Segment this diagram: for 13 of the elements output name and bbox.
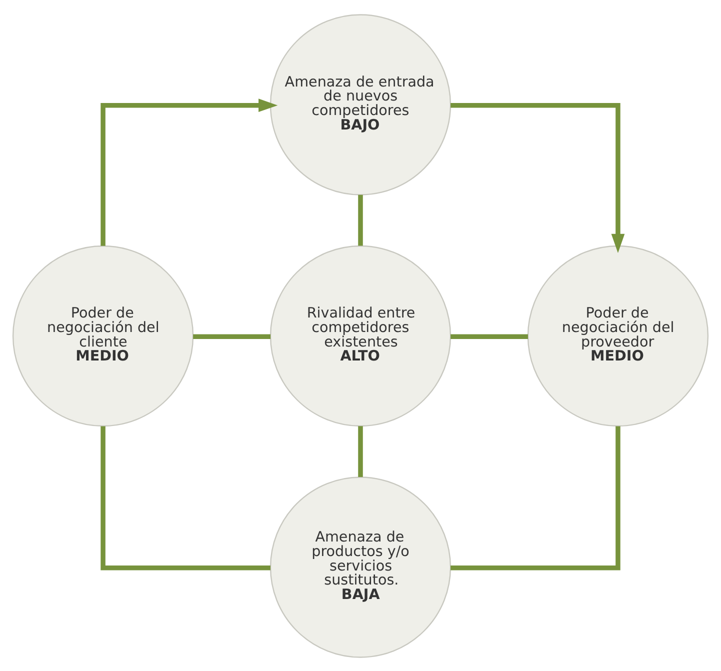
connector <box>193 334 270 338</box>
connector <box>358 426 363 477</box>
node-circle: Amenaza de entrada de nuevos competidores BAJO <box>270 14 452 195</box>
connector <box>358 194 363 246</box>
connector <box>100 426 270 570</box>
arrow <box>450 102 625 253</box>
node-circle: Poder de negociación del cliente MEDIO <box>12 244 194 426</box>
node-circle: Poder de negociación del proveedor MEDIO <box>527 244 709 426</box>
node-circle: Rivalidad entre competidores existentes ALTO <box>270 244 452 426</box>
connector <box>450 334 528 338</box>
node-circle: Amenaza de productos y/o servicios sustitutos. BAJA <box>270 476 452 658</box>
arrow <box>100 98 278 246</box>
connector <box>450 426 620 570</box>
